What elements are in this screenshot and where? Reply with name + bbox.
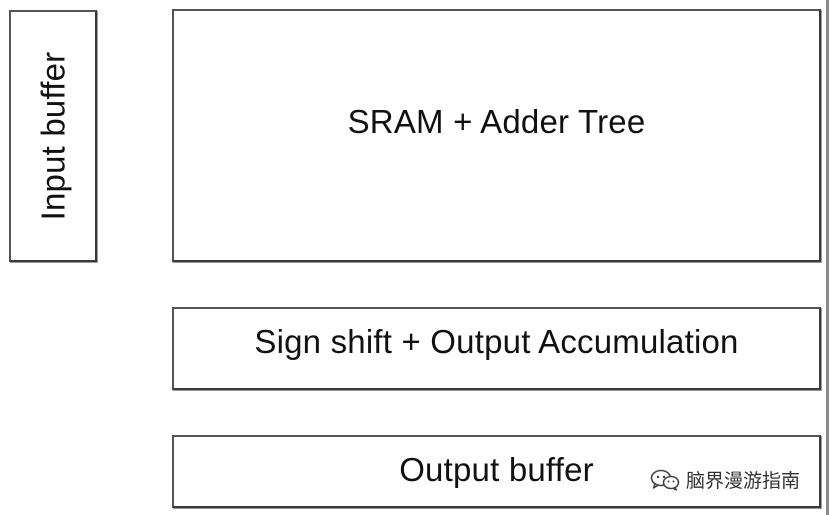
sign-shift-accumulation-label: Sign shift + Output Accumulation [254, 323, 739, 360]
watermark: 脑界漫游指南 [650, 466, 800, 493]
input-buffer-label: Input buffer [34, 51, 72, 221]
output-buffer-label: Output buffer [399, 451, 594, 488]
sram-adder-tree-block: SRAM + Adder Tree [172, 9, 821, 262]
wechat-icon [650, 469, 680, 491]
sign-shift-accumulation-block: Sign shift + Output Accumulation [172, 307, 821, 390]
right-edge-divider [826, 0, 829, 515]
sram-adder-tree-label: SRAM + Adder Tree [347, 103, 646, 140]
output-buffer-block: Output buffer [172, 435, 821, 508]
input-buffer-block: Input buffer [9, 10, 97, 262]
watermark-text: 脑界漫游指南 [686, 470, 801, 492]
